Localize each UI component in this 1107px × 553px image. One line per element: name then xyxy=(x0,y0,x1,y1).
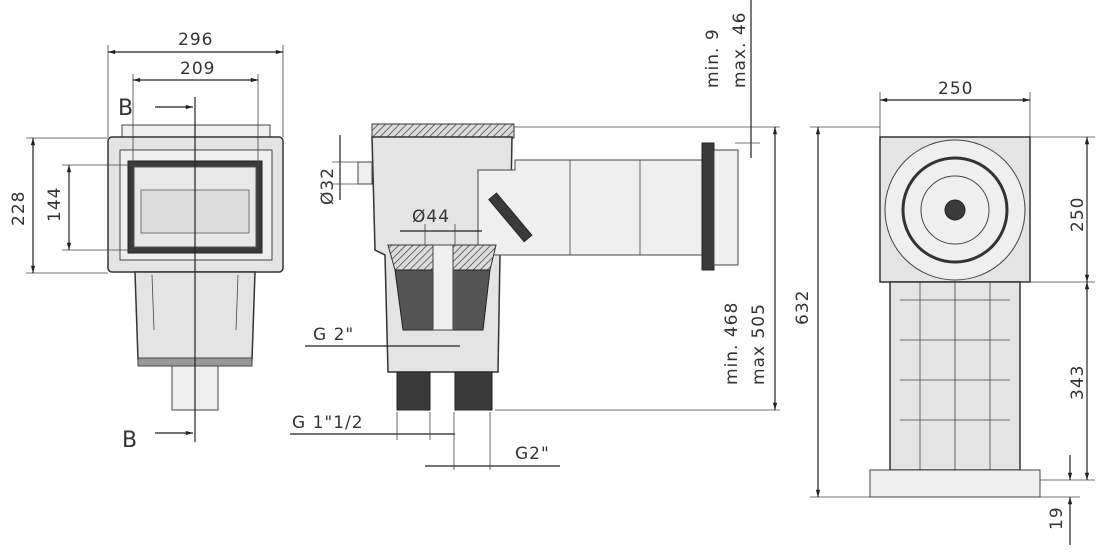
dim-thread-upper: G 2" xyxy=(313,325,354,345)
dim-thread-left-outlet: G 1"1/2 xyxy=(292,413,364,433)
outlet-left xyxy=(396,371,431,411)
side-view: Ø32 Ø44 G 2" G 1"1/2 G2" min. 468 max 50… xyxy=(290,0,780,470)
side-lid xyxy=(371,123,515,139)
dim-thread-right-outlet: G2" xyxy=(515,444,550,464)
section-label-bottom: B xyxy=(122,428,138,453)
top-view: 250 632 250 343 19 xyxy=(793,79,1095,545)
dim-offset-max: max. 46 xyxy=(730,12,750,88)
dim-center-diameter: Ø44 xyxy=(412,207,450,227)
dim-body-height: 343 xyxy=(1068,365,1088,400)
top-base xyxy=(869,469,1041,498)
side-flap xyxy=(488,192,533,243)
dim-height-inner: 144 xyxy=(45,187,65,222)
side-inlet xyxy=(357,161,373,185)
dim-height-outer: 228 xyxy=(9,191,29,226)
front-view: B B 296 209 228 144 xyxy=(9,30,284,453)
dim-width-inner: 209 xyxy=(180,59,215,79)
side-faceplate xyxy=(713,149,739,266)
dim-inlet-diameter: Ø32 xyxy=(318,167,338,205)
dim-base-thickness: 19 xyxy=(1047,506,1067,530)
dim-height-min: min. 468 xyxy=(722,302,742,385)
side-throat xyxy=(477,159,706,256)
outlet-right xyxy=(454,371,493,411)
dim-top-width: 250 xyxy=(938,79,973,99)
dim-total-height: 632 xyxy=(793,290,813,325)
top-lid-handle xyxy=(944,199,966,221)
section-label-top: B xyxy=(118,96,134,121)
dim-width-outer: 296 xyxy=(178,30,213,50)
dim-head-height: 250 xyxy=(1068,197,1088,232)
dim-height-max: max 505 xyxy=(749,303,769,385)
dim-offset-min: min. 9 xyxy=(703,28,723,88)
side-basket-core xyxy=(432,244,454,331)
side-flange xyxy=(701,142,715,271)
